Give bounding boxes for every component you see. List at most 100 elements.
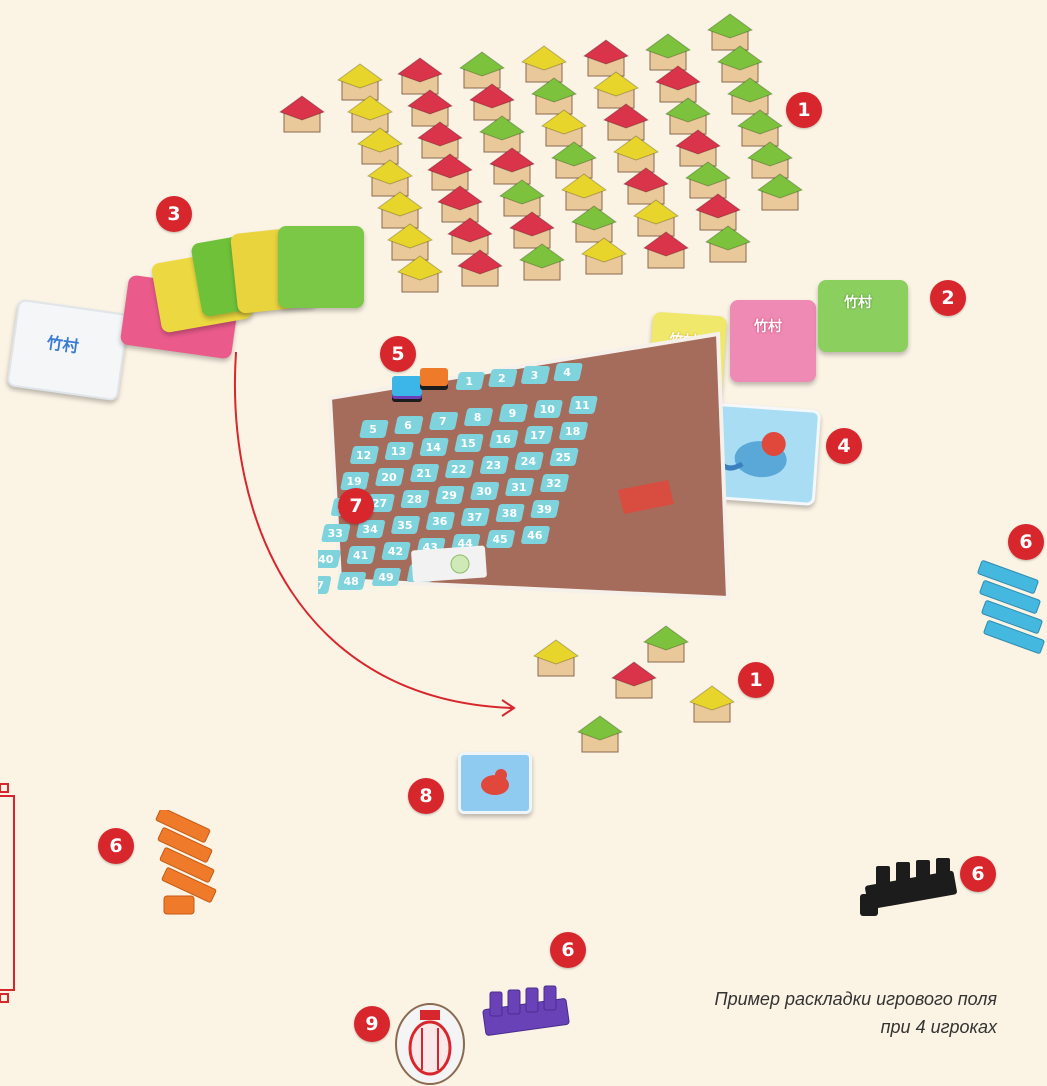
board-space-number: 29 (442, 489, 457, 502)
house-piece[interactable] (578, 716, 622, 752)
house-piece[interactable] (460, 52, 504, 88)
board-space-number: 4 (563, 366, 571, 379)
house-piece[interactable] (604, 104, 648, 140)
house-piece[interactable] (676, 130, 720, 166)
house-piece[interactable] (542, 110, 586, 146)
house-piece[interactable] (448, 218, 492, 254)
walls-black[interactable] (856, 858, 966, 928)
house-piece[interactable] (582, 238, 626, 274)
board-space: 30 (470, 482, 500, 500)
house-piece[interactable] (470, 84, 514, 120)
board-space-number: 31 (511, 481, 526, 494)
character-card-green[interactable]: 竹村 (818, 280, 908, 352)
board-space-number: 27 (372, 497, 387, 510)
board-space-number: 15 (461, 437, 476, 450)
house-piece[interactable] (706, 226, 750, 262)
house-piece[interactable] (644, 232, 688, 268)
character-card-pink[interactable]: 竹村 (730, 300, 816, 382)
board-space-number: 36 (432, 515, 448, 528)
house-piece[interactable] (500, 180, 544, 216)
house-piece[interactable] (614, 136, 658, 172)
house-piece[interactable] (358, 128, 402, 164)
board-space: 42 (381, 542, 411, 560)
house-piece[interactable] (562, 174, 606, 210)
board-space: 17 (524, 426, 554, 444)
house-piece[interactable] (378, 192, 422, 228)
board-space-number: 48 (344, 575, 359, 588)
house-piece[interactable] (532, 78, 576, 114)
house-piece[interactable] (522, 46, 566, 82)
house-piece[interactable] (534, 640, 578, 676)
house-piece[interactable] (644, 626, 688, 662)
house-piece[interactable] (594, 72, 638, 108)
house-piece[interactable] (666, 98, 710, 134)
house-piece[interactable] (480, 116, 524, 152)
board-space-number: 47 (318, 579, 324, 592)
board-space: 18 (559, 422, 589, 440)
board-space: 16 (489, 430, 519, 448)
board-space-number: 42 (388, 545, 403, 558)
house-piece[interactable] (686, 162, 730, 198)
house-piece[interactable] (368, 160, 412, 196)
badge-houses-supply: 1 (786, 92, 822, 128)
house-piece[interactable] (398, 58, 442, 94)
badge-houses-example: 1 (738, 662, 774, 698)
board-space: 29 (435, 486, 465, 504)
house-piece[interactable] (510, 212, 554, 248)
badge-score-markers: 5 (380, 336, 416, 372)
house-piece[interactable] (624, 168, 668, 204)
house-piece[interactable] (520, 244, 564, 280)
house-card-green-2[interactable] (278, 226, 364, 308)
house-piece[interactable] (338, 64, 382, 100)
walls-orange[interactable] (148, 810, 228, 920)
house-piece[interactable] (690, 686, 734, 722)
house-piece[interactable] (612, 662, 656, 698)
house-piece[interactable] (388, 224, 432, 260)
house-piece[interactable] (718, 46, 762, 82)
score-marker-blue[interactable] (392, 376, 422, 396)
house-piece[interactable] (418, 122, 462, 158)
board-space-number: 25 (556, 451, 571, 464)
walls-blue[interactable] (968, 560, 1047, 680)
board-space: 7 (429, 412, 459, 430)
board-space-number: 40 (318, 553, 334, 566)
house-piece[interactable] (758, 174, 802, 210)
score-marker-orange[interactable] (420, 368, 448, 386)
house-piece[interactable] (696, 194, 740, 230)
board-space-number: 3 (531, 369, 539, 382)
board-space: 47 (318, 576, 332, 594)
house-piece[interactable] (728, 78, 772, 114)
house-piece[interactable] (348, 96, 392, 132)
house-piece[interactable] (708, 14, 752, 50)
house-piece[interactable] (438, 186, 482, 222)
board-space-number: 34 (362, 523, 378, 536)
board-space: 32 (540, 474, 570, 492)
house-piece[interactable] (458, 250, 502, 286)
house-piece[interactable] (748, 142, 792, 178)
board-space-number: 2 (498, 372, 506, 385)
house-piece[interactable] (490, 148, 534, 184)
house-piece[interactable] (408, 90, 452, 126)
house-piece[interactable] (646, 34, 690, 70)
house-piece[interactable] (656, 66, 700, 102)
board-space-number: 32 (546, 477, 561, 490)
house-piece[interactable] (572, 206, 616, 242)
board-space-number: 20 (381, 471, 397, 484)
board-space: 2 (488, 369, 518, 387)
house-piece[interactable] (398, 256, 442, 292)
house-card-white[interactable]: 竹村 (6, 299, 129, 402)
board-space-number: 11 (574, 399, 589, 412)
board-space: 28 (400, 490, 430, 508)
lantern-token[interactable] (392, 998, 468, 1086)
board-space-number: 23 (486, 459, 501, 472)
house-piece[interactable] (738, 110, 782, 146)
walls-purple[interactable] (476, 984, 576, 1044)
house-piece[interactable] (280, 96, 324, 132)
badge-character-cards: 2 (930, 280, 966, 316)
house-piece[interactable] (428, 154, 472, 190)
house-piece[interactable] (584, 40, 628, 76)
house-piece[interactable] (552, 142, 596, 178)
dragon-tile[interactable] (458, 752, 532, 814)
house-piece[interactable] (634, 200, 678, 236)
board-space: 20 (375, 468, 405, 486)
